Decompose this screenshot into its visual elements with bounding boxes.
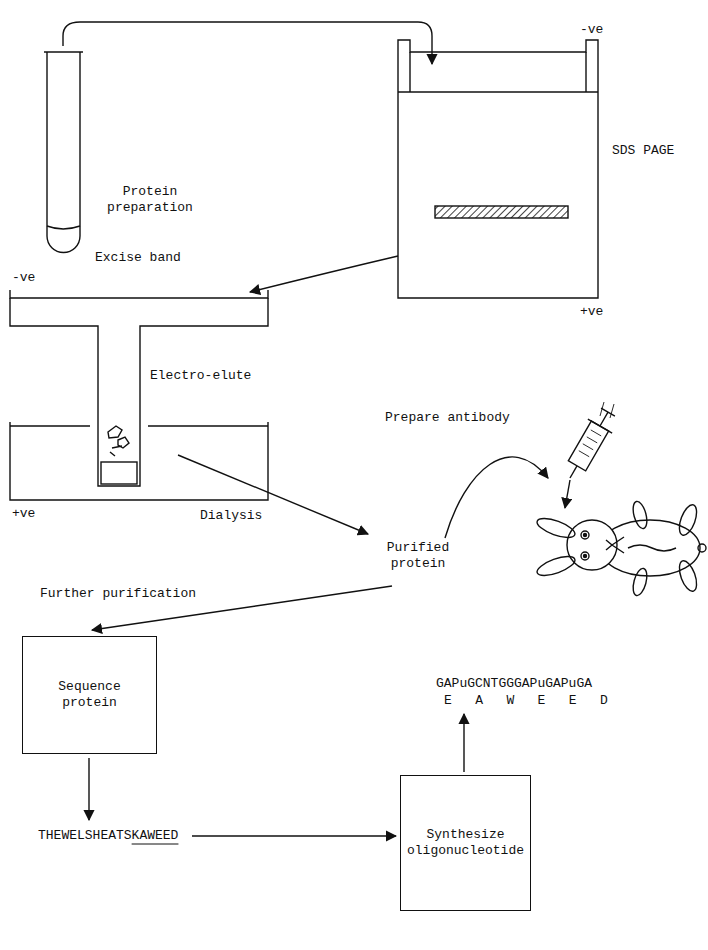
process-box: Synthesize oligonucleotide [400,775,531,911]
flow-arrow [463,714,464,772]
label-text: Dialysis [200,508,262,524]
flow-arrow [88,758,89,820]
label-text: Further purification [40,586,196,602]
label-text: SDS PAGE [612,143,674,159]
flow-arrow [178,455,368,534]
underline [132,844,179,845]
label-text: E A W E E D [444,693,608,709]
label-text: -ve [12,270,35,286]
box-text: Synthesize oligonucleotide [404,827,528,860]
syringe [558,405,620,485]
label-text: Electro-elute [150,368,251,384]
injection-arrow [565,480,570,508]
flow-arrow [250,256,398,292]
label-text: Purified protein [376,540,460,573]
label-text: +ve [580,304,603,320]
flow-arrow [445,457,548,538]
gel-apparatus [398,40,598,298]
label-text: +ve [12,506,35,522]
rabbit [535,500,706,597]
process-box: Sequence protein [22,636,157,754]
label-text: Protein preparation [98,184,202,217]
label-text: -ve [580,22,603,38]
box-text: Sequence protein [46,679,134,712]
flow-arrow [192,835,396,836]
label-text: THEWELSHEATSKAWEED [38,828,178,844]
label-text: Excise band [95,250,181,266]
electro-elute-device [10,290,268,500]
flow-arrow [63,22,432,64]
test-tube [44,52,83,253]
label-text: Prepare antibody [385,410,510,426]
label-text: GAPuGCNTGGGAPuGAPuGA [436,676,592,692]
